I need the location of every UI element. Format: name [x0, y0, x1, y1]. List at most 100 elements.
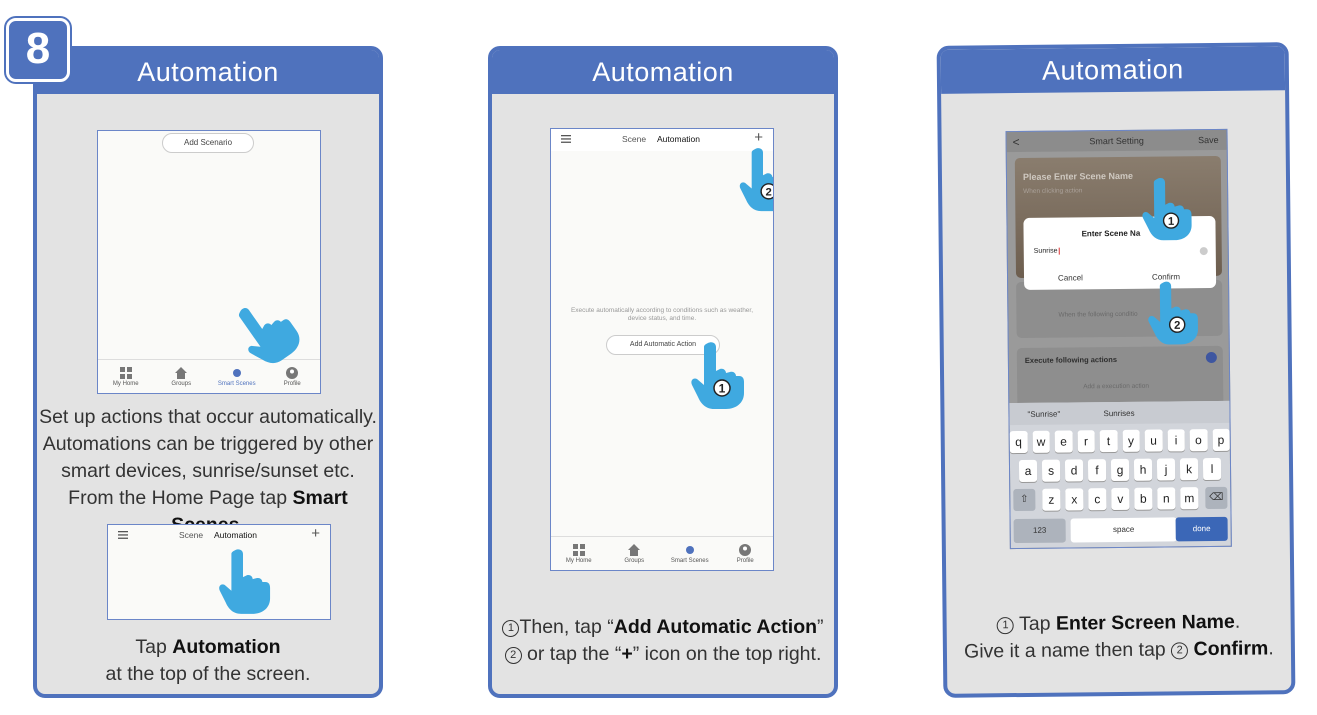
circled-number-2: 2 — [1171, 642, 1189, 660]
key-c[interactable]: c — [1088, 488, 1107, 511]
key-m[interactable]: m — [1180, 487, 1199, 510]
suggestion[interactable]: Sunrises — [1103, 408, 1135, 419]
caption-intro: Set up actions that occur automatically.… — [37, 404, 379, 539]
caption-text: Then, tap “ — [519, 616, 614, 638]
sun-icon — [685, 545, 694, 554]
shift-key[interactable]: ⇧ — [1013, 488, 1036, 512]
suggestion[interactable]: "Sunrise" — [1027, 409, 1061, 419]
key-e[interactable]: e — [1054, 430, 1073, 453]
menu-icon[interactable] — [561, 135, 571, 143]
nav-groups[interactable]: Groups — [609, 543, 659, 564]
nav-profile[interactable]: Profile — [720, 543, 770, 564]
key-t[interactable]: t — [1099, 429, 1118, 453]
key-q[interactable]: q — [1009, 430, 1028, 454]
caption-enter-name: 1 Tap Enter Screen Name. Give it a name … — [947, 608, 1292, 666]
space-key[interactable]: space — [1070, 517, 1177, 543]
tab-automation[interactable]: Automation — [657, 134, 700, 144]
key-w[interactable]: w — [1032, 430, 1050, 453]
add-button[interactable]: + — [754, 129, 763, 146]
caption-text: Tap — [1019, 612, 1057, 636]
key-j[interactable]: j — [1156, 458, 1176, 481]
key-l[interactable]: l — [1202, 457, 1222, 481]
pointing-hand-icon — [238, 308, 300, 364]
key-i[interactable]: i — [1167, 429, 1185, 452]
caption-bold: Confirm — [1193, 637, 1269, 661]
key-x[interactable]: x — [1065, 488, 1084, 511]
caption-text: . — [1268, 637, 1274, 660]
nav-profile[interactable]: Profile — [267, 366, 317, 387]
nav-groups[interactable]: Groups — [156, 366, 206, 387]
done-key[interactable]: done — [1175, 516, 1228, 542]
scene-name-input[interactable]: Sunrise — [1033, 247, 1060, 255]
add-circle-icon[interactable] — [1205, 351, 1217, 364]
tab-scene[interactable]: Scene — [622, 134, 647, 144]
key-p[interactable]: p — [1212, 428, 1230, 451]
pointing-hand-icon: 2 — [1148, 281, 1198, 345]
phone-screen-automation: Scene Automation + Execute automatically… — [550, 128, 774, 571]
caption-line: Tap Automation — [37, 634, 379, 661]
caption-line: smart devices, sunrise/sunset etc. — [61, 460, 355, 482]
caption-bold: Enter Screen Name — [1055, 610, 1235, 635]
execute-label: Execute following actions — [1024, 354, 1118, 365]
key-123[interactable]: 123 — [1013, 518, 1066, 544]
key-d[interactable]: d — [1064, 459, 1084, 482]
home-icon — [175, 366, 188, 379]
key-h[interactable]: h — [1133, 458, 1153, 481]
caption-text: Tap — [135, 636, 173, 658]
caption-bold: Add Automatic Action — [613, 616, 818, 638]
dialog-title: Enter Scene Na — [1081, 228, 1141, 239]
key-b[interactable]: b — [1134, 487, 1153, 510]
circled-number-1: 1 — [502, 620, 520, 637]
cancel-button[interactable]: Cancel — [1057, 273, 1083, 283]
key-n[interactable]: n — [1157, 487, 1176, 510]
key-k[interactable]: k — [1179, 458, 1199, 481]
add-scenario-button[interactable]: Add Scenario — [162, 133, 254, 153]
key-z[interactable]: z — [1042, 488, 1061, 511]
caption-tap-automation: Tap Automation at the top of the screen. — [37, 634, 379, 688]
caption-line: Give it a name then tap 2 Confirm. — [947, 635, 1291, 666]
menu-icon[interactable] — [118, 531, 128, 539]
circled-number-1: 1 — [996, 617, 1015, 635]
pointing-hand-icon — [219, 549, 271, 614]
add-automatic-action-button[interactable]: Add Automatic Action — [606, 335, 720, 355]
save-button[interactable]: Save — [1198, 134, 1219, 146]
key-g[interactable]: g — [1110, 458, 1130, 482]
key-f[interactable]: f — [1087, 459, 1107, 482]
add-execution-text[interactable]: Add a execution action — [1083, 382, 1149, 391]
key-s[interactable]: s — [1041, 459, 1061, 482]
key-u[interactable]: u — [1144, 429, 1163, 452]
key-r[interactable]: r — [1077, 430, 1095, 453]
caption-line: 2 or tap the “+” icon on the top right. — [492, 641, 834, 668]
key-y[interactable]: y — [1122, 429, 1140, 452]
key-v[interactable]: v — [1111, 487, 1130, 511]
key-o[interactable]: o — [1189, 429, 1208, 452]
panel-3: Automation < Smart Setting Save Please E… — [936, 42, 1296, 698]
caption-text: or tap the “ — [527, 643, 622, 665]
nav-label: Smart Scenes — [217, 380, 256, 387]
nav-label: Groups — [624, 557, 645, 564]
sun-icon — [232, 368, 241, 377]
nav-smart-scenes[interactable]: Smart Scenes — [665, 544, 715, 564]
tab-automation[interactable]: Automation — [214, 530, 257, 540]
caption-bold: + — [621, 643, 633, 665]
nav-my-home[interactable]: My Home — [101, 366, 151, 387]
pointing-hand-icon: 2 — [739, 148, 773, 212]
profile-icon — [286, 366, 299, 379]
scene-name-placeholder[interactable]: Please Enter Scene Name — [1022, 170, 1134, 182]
add-button[interactable]: + — [311, 525, 320, 542]
tab-scene[interactable]: Scene — [179, 530, 204, 540]
badge-number: 2 — [766, 187, 772, 199]
caption-line: at the top of the screen. — [105, 663, 311, 685]
clear-icon[interactable] — [1199, 247, 1208, 256]
backspace-key[interactable]: ⌫ — [1205, 486, 1228, 510]
key-a[interactable]: a — [1018, 459, 1038, 483]
caption-line: 1 Tap Enter Screen Name. — [947, 608, 1291, 639]
caption-text: ” — [817, 616, 824, 638]
nav-smart-scenes[interactable]: Smart Scenes — [212, 367, 262, 387]
nav-my-home[interactable]: My Home — [554, 543, 604, 564]
panel-2: Automation Scene Automation + Execute au… — [488, 46, 838, 698]
